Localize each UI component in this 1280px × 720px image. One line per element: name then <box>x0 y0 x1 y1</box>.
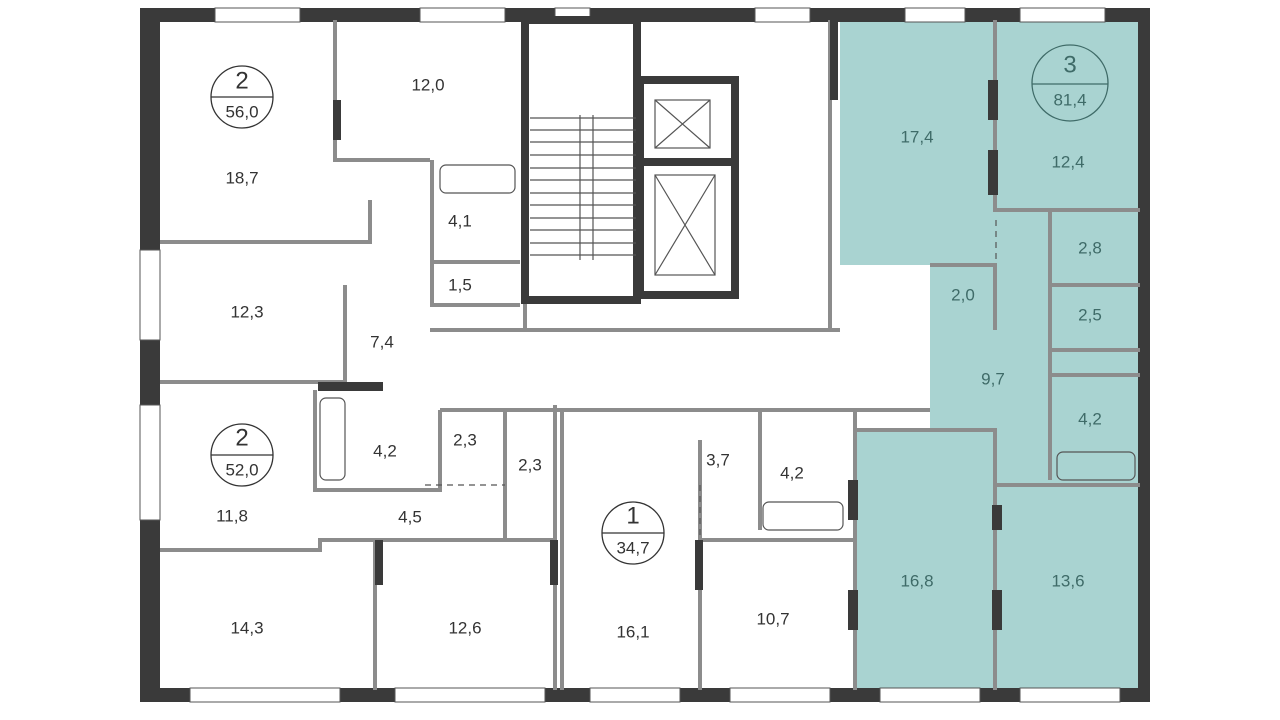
room-area: 3,7 <box>706 450 730 469</box>
total-area: 52,0 <box>225 460 258 479</box>
room-area: 4,1 <box>448 211 472 230</box>
total-area: 56,0 <box>225 102 258 121</box>
rooms-count: 1 <box>626 502 639 529</box>
room-labels: 18,7 12,0 12,3 4,1 1,5 7,4 11,8 4,2 2,3 … <box>216 75 1102 641</box>
elevators <box>636 76 739 299</box>
room-area: 12,4 <box>1051 152 1084 171</box>
room-area: 7,4 <box>370 332 394 351</box>
room-area: 18,7 <box>225 168 258 187</box>
room-area: 16,8 <box>900 571 933 590</box>
room-area: 4,2 <box>780 463 804 482</box>
room-area: 16,1 <box>616 622 649 641</box>
apartment-badge[interactable]: 3 81,4 <box>1031 44 1109 122</box>
room-area: 2,8 <box>1078 238 1102 257</box>
room-area: 12,3 <box>230 302 263 321</box>
room-area: 9,7 <box>981 369 1005 388</box>
room-area: 2,3 <box>453 430 477 449</box>
room-area: 2,0 <box>951 285 975 304</box>
total-area: 81,4 <box>1053 90 1086 109</box>
room-area: 12,0 <box>411 75 444 94</box>
apartment-badge[interactable]: 2 56,0 <box>210 65 274 129</box>
room-area: 4,2 <box>1078 409 1102 428</box>
rooms-count: 2 <box>235 67 248 94</box>
room-area: 4,5 <box>398 507 422 526</box>
stairwell <box>521 16 641 304</box>
apartment-badge[interactable]: 2 52,0 <box>210 423 274 487</box>
rooms-count: 3 <box>1063 51 1076 78</box>
room-area: 11,8 <box>216 506 248 525</box>
apartment-badge[interactable]: 1 34,7 <box>601 501 665 565</box>
room-area: 2,3 <box>518 455 542 474</box>
bathtubs <box>319 164 1136 531</box>
rooms-count: 2 <box>235 424 248 451</box>
room-area: 14,3 <box>230 618 263 637</box>
room-area: 12,6 <box>448 618 481 637</box>
interior-partitions <box>160 20 1140 690</box>
highlighted-apartment-area[interactable] <box>840 20 1140 690</box>
room-area: 10,7 <box>756 609 789 628</box>
room-area: 17,4 <box>900 127 933 146</box>
room-area: 13,6 <box>1051 571 1084 590</box>
room-area: 2,5 <box>1078 305 1102 324</box>
room-area: 1,5 <box>448 275 472 294</box>
room-area: 4,2 <box>373 441 397 460</box>
total-area: 34,7 <box>616 538 649 557</box>
